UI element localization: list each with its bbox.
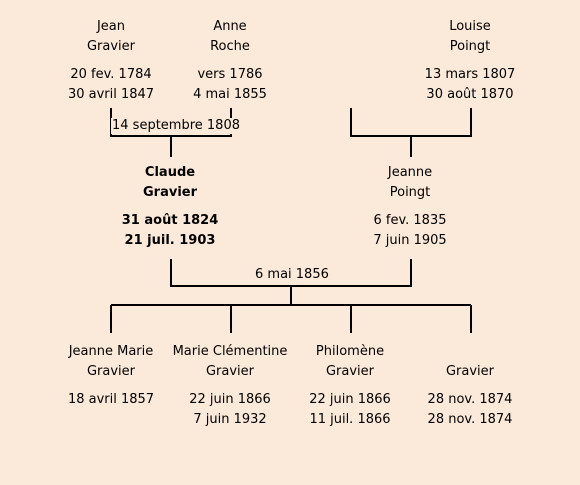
marriage-date-jean-anne: 14 septembre 1808 xyxy=(111,118,241,134)
person-death-date: 21 juil. 1903 xyxy=(124,233,216,248)
person-gravier-unnamed[interactable]: Gravier 28 nov. 1874 28 nov. 1874 xyxy=(405,362,535,430)
person-last-name: Gravier xyxy=(142,185,197,200)
person-last-name: Gravier xyxy=(86,364,136,379)
person-last-name: Gravier xyxy=(445,364,495,379)
person-first-name: Anne xyxy=(213,19,247,34)
person-last-name: Gravier xyxy=(86,39,136,54)
person-last-name: Gravier xyxy=(325,364,375,379)
person-death-date: 4 mai 1855 xyxy=(193,87,267,102)
person-jeanne-marie-gravier[interactable]: Jeanne Marie Gravier 18 avril 1857 xyxy=(46,342,176,410)
person-birth-date: 22 juin 1866 xyxy=(309,392,391,407)
person-birth-date: 28 nov. 1874 xyxy=(427,392,513,407)
person-last-name: Roche xyxy=(210,39,250,54)
marriage-date-claude-jeanne: 6 mai 1856 xyxy=(254,267,330,283)
person-marie-clementine-gravier[interactable]: Marie Clémentine Gravier 22 juin 1866 7 … xyxy=(165,342,295,430)
person-first-name: Marie Clémentine xyxy=(172,344,288,359)
person-death-date: 7 juin 1932 xyxy=(193,412,267,427)
person-louise-poingt[interactable]: Louise Poingt 13 mars 1807 30 août 1870 xyxy=(405,17,535,105)
person-last-name: Poingt xyxy=(449,39,491,54)
person-first-name: Jeanne xyxy=(387,165,433,180)
person-death-date: 11 juil. 1866 xyxy=(309,412,391,427)
person-philomene-gravier[interactable]: Philomène Gravier 22 juin 1866 11 juil. … xyxy=(285,342,415,430)
person-birth-date: 6 fev. 1835 xyxy=(373,213,447,228)
person-last-name: Gravier xyxy=(205,364,255,379)
person-first-name: Jeanne Marie xyxy=(68,344,154,359)
person-birth-date: 22 juin 1866 xyxy=(189,392,271,407)
person-anne-roche[interactable]: Anne Roche vers 1786 4 mai 1855 xyxy=(165,17,295,105)
person-birth-date: 18 avril 1857 xyxy=(67,392,155,407)
person-jean-gravier[interactable]: Jean Gravier 20 fev. 1784 30 avril 1847 xyxy=(46,17,176,105)
person-first-name: Louise xyxy=(449,19,491,34)
person-birth-date: 20 fev. 1784 xyxy=(70,67,152,82)
person-death-date: 30 août 1870 xyxy=(426,87,514,102)
person-last-name: Poingt xyxy=(389,185,431,200)
person-death-date: 28 nov. 1874 xyxy=(427,412,513,427)
person-birth-date: 31 août 1824 xyxy=(121,213,219,228)
person-death-date: 30 avril 1847 xyxy=(67,87,155,102)
person-first-name: Philomène xyxy=(315,344,385,359)
parent-line-louise xyxy=(350,108,472,137)
person-first-name: Jean xyxy=(96,19,126,34)
person-death-date: 7 juin 1905 xyxy=(373,233,447,248)
person-birth-date: 13 mars 1807 xyxy=(424,67,516,82)
person-jeanne-poingt[interactable]: Jeanne Poingt 6 fev. 1835 7 juin 1905 xyxy=(345,163,475,251)
person-first-name: Claude xyxy=(144,165,196,180)
person-birth-date: vers 1786 xyxy=(197,67,263,82)
person-claude-gravier[interactable]: Claude Gravier 31 août 1824 21 juil. 190… xyxy=(105,163,235,251)
